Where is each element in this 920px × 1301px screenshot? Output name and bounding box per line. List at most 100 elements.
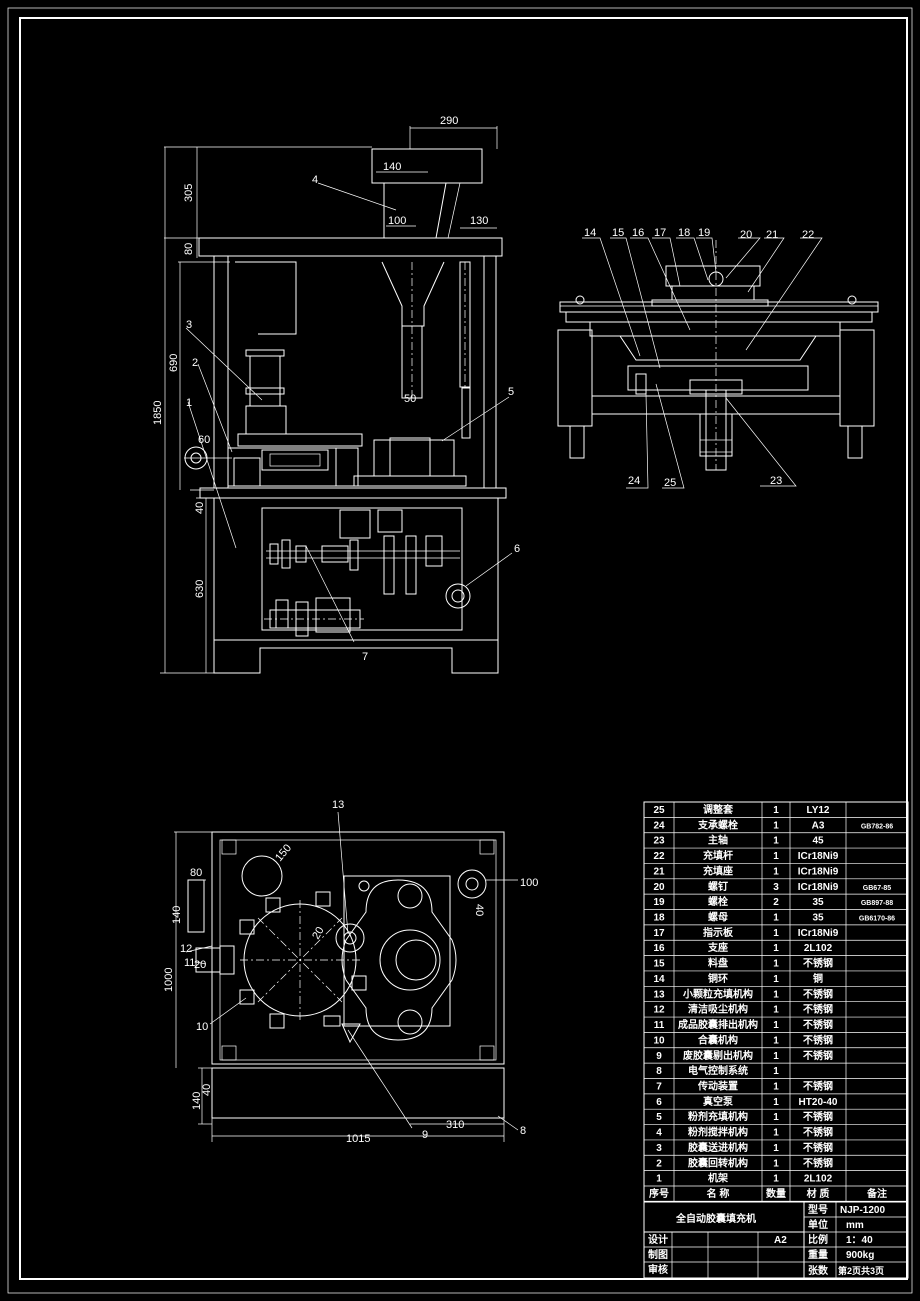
part-qty: 1 — [773, 851, 779, 862]
header-name: 名 称 — [707, 1187, 730, 1200]
callout-14: 14 — [584, 227, 596, 239]
part-material: ICr18Ni9 — [798, 882, 839, 893]
part-no: 3 — [656, 1143, 662, 1154]
scale-value: 1：40 — [846, 1235, 873, 1246]
callout-7: 7 — [362, 651, 368, 663]
dim-height-690: 690 — [168, 354, 180, 372]
part-no: 24 — [653, 820, 665, 831]
weight-label: 重量 — [808, 1248, 828, 1261]
header-qty: 数量 — [766, 1187, 786, 1200]
unit-value: mm — [846, 1220, 864, 1231]
callout-17: 17 — [654, 227, 666, 239]
part-no: 2 — [656, 1158, 662, 1169]
part-name: 主轴 — [708, 834, 728, 847]
callout-1: 1 — [186, 397, 192, 409]
callout-23: 23 — [770, 475, 782, 487]
callout-12: 12 — [180, 943, 192, 955]
part-material: 不锈钢 — [803, 1110, 833, 1123]
part-material: 不锈钢 — [803, 1156, 833, 1169]
part-note: GB6170-86 — [859, 916, 895, 923]
part-qty: 1 — [773, 1020, 779, 1031]
part-no: 9 — [656, 1051, 662, 1062]
check-label: 审核 — [648, 1263, 668, 1276]
dim-height-630: 630 — [194, 580, 206, 598]
sheets-value: 第2页共3页 — [838, 1265, 884, 1276]
part-name: 清洁吸尘机构 — [688, 1003, 748, 1016]
part-qty: 1 — [773, 805, 779, 816]
part-material: 不锈钢 — [803, 957, 833, 970]
dim-40-ring: 40 — [473, 904, 485, 916]
part-note: GB897-88 — [861, 900, 893, 907]
part-material: 不锈钢 — [803, 1049, 833, 1062]
drawing-title: 全自动胶囊填充机 — [675, 1212, 756, 1225]
dim-140-chute: 140 — [171, 906, 183, 924]
plan-view: 150 80 140 20 100 40 20 1000 140 40 310 … — [163, 799, 538, 1145]
header-note: 备注 — [866, 1187, 887, 1200]
part-name: 螺母 — [708, 911, 728, 924]
part-qty: 1 — [773, 1035, 779, 1046]
dim-height-80: 80 — [183, 243, 195, 255]
part-material: 2L102 — [804, 1174, 833, 1185]
part-no: 11 — [654, 1020, 665, 1031]
part-qty: 1 — [773, 943, 779, 954]
part-name: 废胶囊剔出机构 — [683, 1049, 753, 1062]
part-name: 胶囊送进机构 — [688, 1141, 748, 1154]
dim-20-chute: 20 — [194, 959, 206, 971]
dim-80: 80 — [190, 867, 202, 879]
part-material: 不锈钢 — [803, 1033, 833, 1046]
part-material: 不锈钢 — [803, 1079, 833, 1092]
unit-label: 单位 — [808, 1218, 828, 1231]
part-name: 传动装置 — [697, 1079, 738, 1092]
part-qty: 1 — [773, 1158, 779, 1169]
part-qty: 2 — [773, 897, 779, 908]
callout-4: 4 — [312, 174, 318, 186]
part-name: 充填座 — [703, 864, 733, 877]
callout-13: 13 — [332, 799, 344, 811]
part-name: 铜环 — [708, 972, 728, 985]
dim-height-305: 305 — [183, 184, 195, 202]
part-qty: 1 — [773, 913, 779, 924]
callout-25: 25 — [664, 477, 676, 489]
dim-hopper-width: 140 — [383, 161, 401, 173]
callout-24: 24 — [628, 475, 640, 487]
callout-18: 18 — [678, 227, 690, 239]
part-name: 成品胶囊排出机构 — [678, 1018, 758, 1031]
part-qty: 1 — [773, 1112, 779, 1123]
part-name: 支座 — [707, 941, 728, 954]
part-no: 16 — [653, 943, 665, 954]
part-material: ICr18Ni9 — [798, 928, 839, 939]
callout-3: 3 — [186, 319, 192, 331]
part-material: ICr18Ni9 — [798, 866, 839, 877]
part-no: 15 — [653, 959, 665, 970]
part-name: 螺栓 — [708, 895, 728, 908]
part-material: 不锈钢 — [803, 1003, 833, 1016]
part-no: 1 — [656, 1174, 662, 1185]
part-name: 充填杆 — [703, 849, 733, 862]
part-qty: 1 — [773, 974, 779, 985]
part-no: 4 — [656, 1128, 662, 1139]
part-qty: 1 — [773, 820, 779, 831]
callout-5: 5 — [508, 386, 514, 398]
part-material: 铜 — [813, 972, 823, 985]
part-material: A3 — [812, 820, 825, 831]
part-material: 35 — [812, 897, 824, 908]
part-name: 螺钉 — [708, 880, 728, 893]
part-name: 粉剂充填机构 — [688, 1110, 748, 1123]
part-material: 不锈钢 — [803, 987, 833, 1000]
part-material: ICr18Ni9 — [798, 851, 839, 862]
dim-40: 40 — [201, 1084, 213, 1096]
dim-dia-60: 60 — [198, 434, 210, 446]
part-no: 7 — [656, 1081, 662, 1092]
part-qty: 1 — [773, 928, 779, 939]
part-no: 14 — [653, 974, 665, 985]
part-name: 合囊机构 — [697, 1033, 738, 1046]
part-name: 真空泵 — [703, 1095, 734, 1108]
part-name: 支承螺栓 — [697, 818, 738, 831]
part-no: 23 — [653, 836, 665, 847]
weight-value: 900kg — [846, 1250, 874, 1261]
model-value: NJP-1200 — [840, 1205, 885, 1216]
callout-22: 22 — [802, 229, 814, 241]
part-no: 19 — [653, 897, 665, 908]
part-qty: 1 — [773, 1143, 779, 1154]
